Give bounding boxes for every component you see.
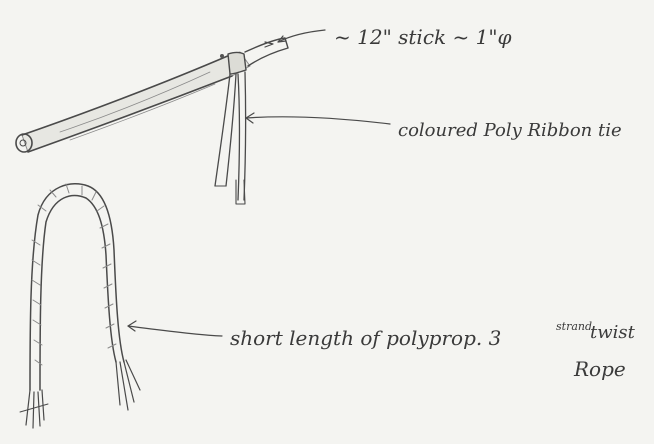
rope-arrow — [128, 326, 222, 336]
ribbon-arrow — [246, 117, 390, 124]
stick-label: ~ 12" stick ~ 1"φ — [334, 25, 512, 49]
rope-label-superscript: strand — [556, 320, 592, 333]
ribbon-label: coloured Poly Ribbon tie — [398, 120, 622, 141]
rope-drawing — [20, 184, 140, 428]
rope-label-twist: twist — [590, 322, 636, 343]
stick-drawing — [16, 38, 288, 152]
ribbon-tie-drawing — [215, 72, 246, 204]
rope-label-line2: Rope — [573, 357, 626, 381]
rope-label-line1: short length of polyprop. 3 — [230, 326, 501, 350]
annotation-arrows — [128, 30, 390, 336]
